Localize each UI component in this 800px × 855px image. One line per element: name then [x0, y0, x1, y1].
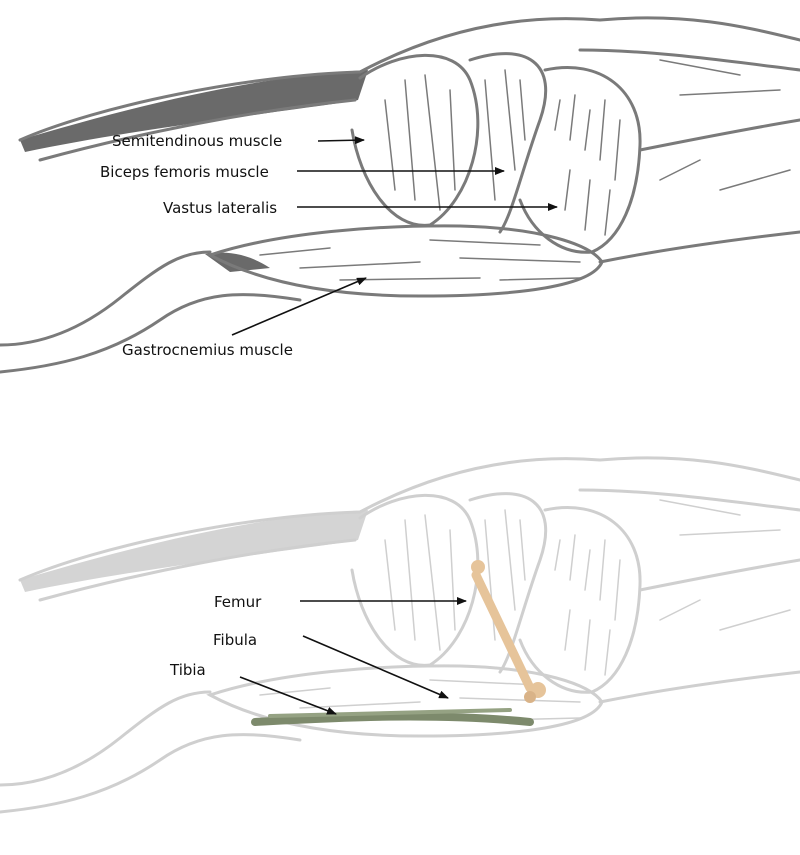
tibia-fibula-bones	[251, 708, 534, 726]
label-femur: Femur	[214, 593, 262, 611]
achilles-tendon	[205, 252, 270, 272]
label-fibula: Fibula	[213, 631, 257, 649]
tendon-band-faded	[20, 510, 368, 592]
label-tibia: Tibia	[169, 661, 206, 679]
muscle-outline-faded	[0, 456, 800, 814]
label-vastus-lateralis: Vastus lateralis	[163, 199, 277, 217]
bottom-panel: Femur Fibula Tibia	[0, 456, 800, 814]
label-biceps-femoris: Biceps femoris muscle	[100, 163, 269, 181]
arrow-gastrocnemius	[231, 277, 367, 336]
muscle-outline-drawing	[0, 16, 800, 374]
tendon-band	[20, 70, 368, 152]
top-panel: Semitendinous muscle Biceps femoris musc…	[0, 16, 800, 374]
arrow-semitendinous	[317, 136, 365, 145]
arrow-fibula	[302, 635, 449, 699]
label-semitendinous: Semitendinous muscle	[112, 132, 282, 150]
femur-bone	[471, 560, 546, 703]
arrow-tibia	[239, 676, 337, 715]
label-gastrocnemius: Gastrocnemius muscle	[122, 341, 293, 359]
